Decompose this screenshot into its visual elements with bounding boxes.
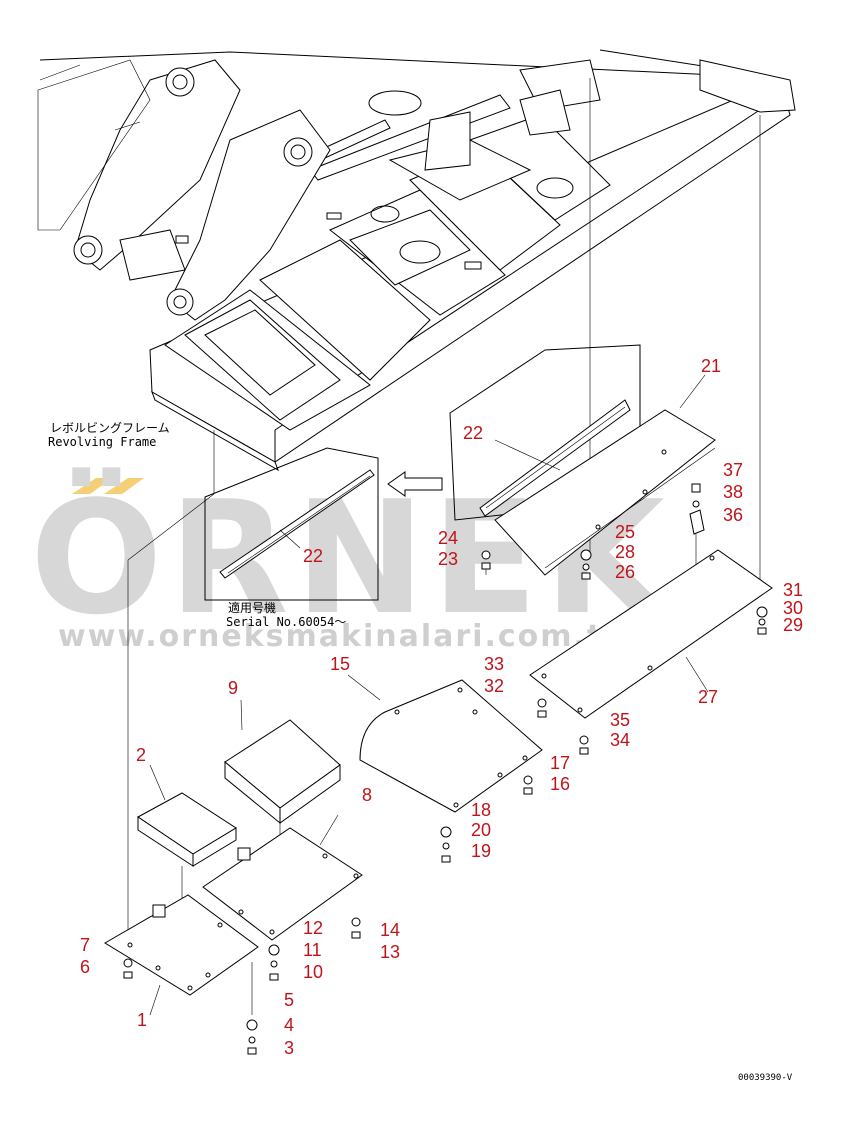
- plate-8: 8 14 13: [202, 785, 400, 962]
- callout-1: 1: [137, 1010, 147, 1030]
- callout-36: 36: [723, 505, 743, 525]
- watermark-url: www.orneksmakinalari.com.tr: [58, 619, 620, 654]
- callout-18: 18: [471, 800, 491, 820]
- pad-9: 9: [224, 678, 341, 825]
- callout-30: 30: [783, 598, 803, 618]
- callout-38: 38: [723, 482, 743, 502]
- callout-9: 9: [228, 678, 238, 698]
- plate-1: 1 7 6: [80, 894, 259, 1030]
- serial-detail-box: 22 適用号機 Serial No.60054～: [204, 447, 379, 629]
- callout-21: 21: [701, 356, 721, 376]
- callout-14: 14: [380, 920, 400, 940]
- hardware-32-35: 33 32 35 34: [484, 654, 630, 755]
- callout-8: 8: [362, 785, 372, 805]
- callout-6: 6: [80, 957, 90, 977]
- hardware-23-27: 24 23 25 28 26: [438, 522, 635, 582]
- callout-29: 29: [783, 615, 803, 635]
- callout-24: 24: [438, 528, 458, 548]
- plate-28: 27 31 30 29: [529, 549, 803, 719]
- callout-26: 26: [615, 562, 635, 582]
- pad-2: 2: [136, 745, 237, 867]
- callout-19: 19: [471, 841, 491, 861]
- arrow-left-icon: [387, 471, 443, 497]
- callout-25: 25: [615, 522, 635, 542]
- callout-23: 23: [438, 549, 458, 569]
- callout-35: 35: [610, 710, 630, 730]
- callout-7: 7: [80, 935, 90, 955]
- callout-32: 32: [484, 676, 504, 696]
- figure-code: 00039390-V: [738, 1073, 793, 1083]
- callout-11: 11: [303, 940, 322, 960]
- callout-31: 31: [783, 580, 803, 600]
- callout-28: 27: [698, 687, 718, 707]
- callout-34: 34: [610, 730, 630, 750]
- revolving-frame-jp: レボルビングフレーム: [50, 421, 170, 435]
- plate-21-group: 21 22: [449, 344, 721, 576]
- callout-22-detail: 22: [303, 546, 323, 566]
- callout-12: 12: [303, 918, 323, 938]
- hardware-3-5: 5 4 3: [246, 962, 294, 1058]
- guide-line-left: [127, 430, 215, 948]
- revolving-frame-en: Revolving Frame: [48, 435, 156, 449]
- hardware-10-12: 12 11 10: [268, 918, 323, 982]
- callout-2: 2: [136, 745, 146, 765]
- callout-13: 13: [380, 942, 400, 962]
- plate-15: 15 17 16 18 20 19: [330, 654, 570, 863]
- callout-33: 33: [484, 654, 504, 674]
- callout-27: 28: [615, 542, 635, 562]
- callout-17: 17: [550, 753, 570, 773]
- revolving-frame-label: レボルビングフレーム Revolving Frame: [48, 421, 170, 449]
- callout-10: 10: [303, 962, 323, 982]
- callout-15: 15: [330, 654, 350, 674]
- serial-en: Serial No.60054～: [226, 615, 346, 629]
- callout-5: 5: [284, 990, 294, 1010]
- callout-3: 3: [284, 1038, 294, 1058]
- callout-37: 37: [723, 460, 743, 480]
- revolving-frame: [37, 49, 796, 472]
- callout-4: 4: [284, 1015, 294, 1035]
- callout-16: 16: [550, 774, 570, 794]
- callout-22: 22: [463, 423, 483, 443]
- callout-20: 20: [471, 820, 491, 840]
- serial-jp: 適用号機: [228, 600, 276, 615]
